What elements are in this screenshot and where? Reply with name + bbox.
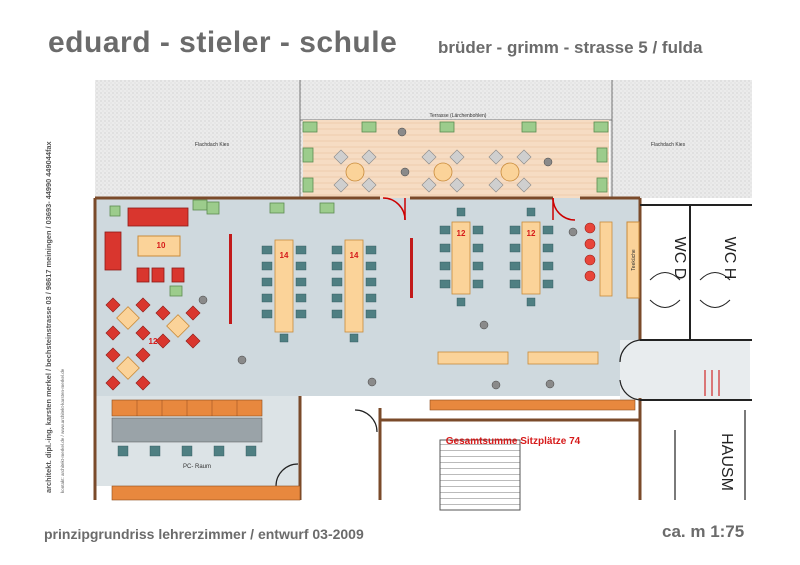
wc-h-label: WC H [721,237,738,280]
kitchen-label: Teeküche [631,249,637,271]
table-number: 12 [149,337,158,346]
long-table-1 [274,239,294,333]
total-seats: Gesamtsumme Sitzplätze 74 [446,436,581,447]
table-number: 12 [527,229,536,238]
long-table-4 [521,221,541,295]
staircase [439,439,521,511]
pc-room-label: PC- Raum [183,464,211,470]
lounge-table [137,235,181,257]
table-number: 14 [350,251,359,260]
table-number: 12 [457,229,466,238]
kitchen-counter [626,221,640,299]
long-table-3 [451,221,471,295]
plan-caption: prinzipgrundriss lehrerzimmer / entwurf … [44,526,364,542]
page-title: eduard - stieler - schule [48,26,398,59]
table-number: 10 [157,241,166,250]
roof-left-label: Flachdach Kies [195,142,230,148]
address: brüder - grimm - strasse 5 / fulda [438,38,703,57]
long-table-2 [344,239,364,333]
roof-right-label: Flachdach Kies [651,142,686,148]
hausm-label: HAUSM [718,433,735,491]
roof-left [95,80,303,198]
roof-right [610,80,752,198]
terrace-label: Terrasse (Lärchenbohlen) [430,113,487,119]
wc-d-label: WC D [671,237,688,280]
table-number: 14 [280,251,289,260]
scale-label: ca. m 1:75 [662,522,745,541]
